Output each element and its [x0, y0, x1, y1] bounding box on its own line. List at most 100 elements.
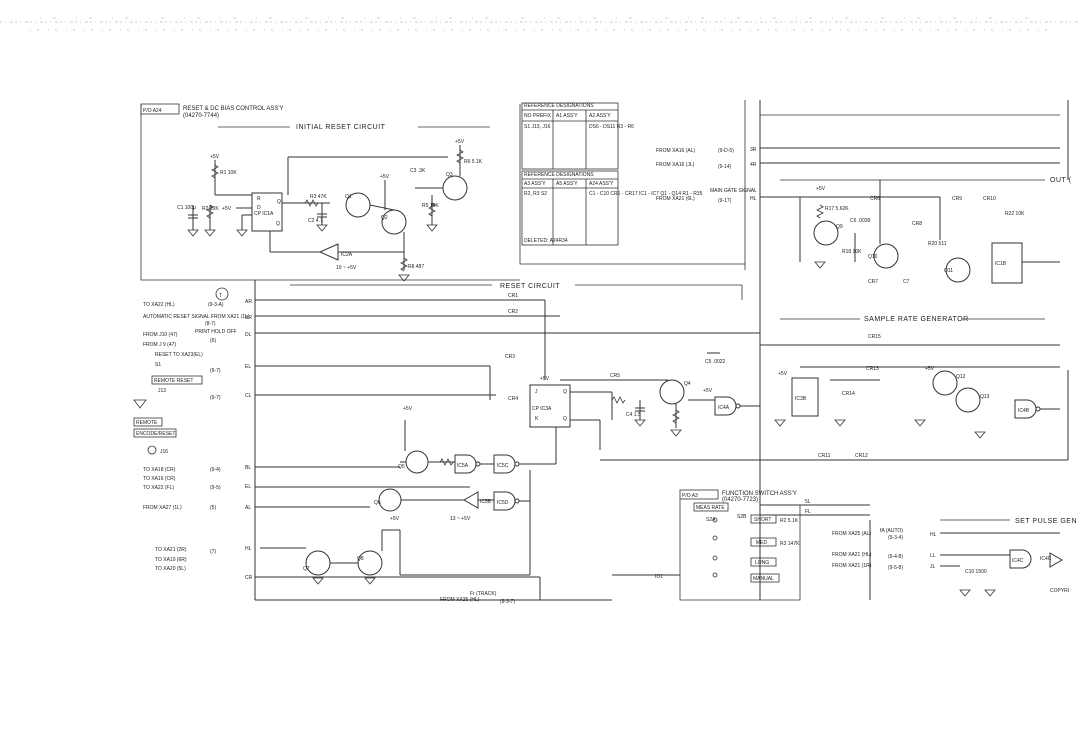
ic4c-output-buffer [1049, 552, 1063, 568]
svg-text:TO XA22 (FL): TO XA22 (FL) [143, 485, 174, 491]
svg-text:S1: S1 [155, 362, 161, 368]
left-pin-labels: AR BR DL EL CL BL EL AL HL CR [245, 299, 253, 581]
svg-text:Q13: Q13 [980, 394, 990, 400]
q3-transistor [442, 175, 468, 201]
q2-transistor [381, 209, 407, 235]
set-pulse-generator: SET PULSE GEN FROM XA25 (AL) fA (AUTO) (… [440, 518, 1077, 605]
svg-text:IC4C: IC4C [1040, 556, 1052, 562]
svg-text:C4 1.5: C4 1.5 [626, 412, 641, 418]
svg-text:(9-17): (9-17) [718, 198, 732, 204]
svg-text:(04270-7723): (04270-7723) [722, 497, 758, 503]
svg-text:CR7: CR7 [868, 279, 878, 285]
svg-text:MEAS RATE: MEAS RATE [696, 505, 725, 511]
q9-transistor [813, 220, 839, 246]
svg-text:Q5: Q5 [398, 464, 405, 470]
svg-text:R3 47K: R3 47K [310, 194, 327, 200]
svg-text:Q12: Q12 [956, 374, 966, 380]
svg-text:IC5C: IC5C [497, 463, 509, 469]
reset-circuit-section: RESET CIRCUIT CR1 CR2 CR3 CR4 CP IC3A JK… [255, 283, 760, 601]
svg-text:CR11: CR11 [818, 453, 831, 459]
svg-text:C2 4.7: C2 4.7 [308, 218, 323, 224]
svg-text:+5V: +5V [540, 376, 550, 382]
ground-icon [959, 589, 971, 597]
svg-text:HL: HL [930, 532, 937, 538]
ground-icon [814, 261, 826, 269]
svg-text:Q4: Q4 [684, 381, 691, 387]
svg-text:TO XA20 (5L): TO XA20 (5L) [155, 566, 186, 572]
svg-text:Q7: Q7 [303, 566, 310, 572]
svg-text:EL: EL [245, 364, 251, 370]
svg-text:J13: J13 [158, 388, 166, 394]
svg-text:MAIN GATE SIGNAL: MAIN GATE SIGNAL [710, 188, 757, 194]
ic1a-label: CP IC1A [254, 211, 274, 217]
ground-icon [204, 229, 216, 237]
ground-icon [914, 419, 926, 427]
left-signal-column: TO XA22 (HL) (9-3-A) AUTOMATIC RESET SIG… [133, 280, 256, 600]
svg-text:(6): (6) [210, 338, 216, 344]
svg-text:C1 - C10 CR1 - CR17 IC1 - IC7: C1 - C10 CR1 - CR17 IC1 - IC7 Q1 - Q14 R… [589, 191, 703, 197]
svg-text:CR14: CR14 [842, 391, 855, 397]
svg-text:T: T [219, 293, 222, 299]
svg-text:ENCODE/RESET: ENCODE/RESET [136, 431, 175, 437]
svg-text:FROM XA25 (HL): FROM XA25 (HL) [440, 597, 480, 603]
initial-reset-section: INITIAL RESET CIRCUIT CP IC1A RD QQ +5V … [177, 124, 490, 282]
main-assembly-box: P/O A24 RESET & DC BIAS CONTROL ASS'Y (0… [140, 100, 746, 281]
r3-resistor [304, 199, 319, 207]
ground-icon [634, 419, 646, 427]
svg-text:C7: C7 [903, 279, 910, 285]
svg-text:CP IC3A: CP IC3A [532, 406, 552, 412]
svg-text:CR: CR [245, 575, 253, 581]
ground-icon [316, 224, 328, 232]
svg-text:Q11: Q11 [944, 268, 953, 274]
svg-text:Q10: Q10 [868, 254, 878, 260]
svg-text:IC5A: IC5A [457, 463, 469, 469]
svg-text:S2A: S2A [706, 517, 716, 523]
svg-text:IC4A: IC4A [718, 405, 730, 411]
svg-text:R2 10K: R2 10K [202, 206, 219, 212]
svg-text:EL: EL [245, 484, 251, 490]
svg-text:IC4C: IC4C [1012, 558, 1024, 564]
svg-text:5L: 5L [805, 499, 811, 505]
svg-text:FROM XA16 (JL): FROM XA16 (JL) [656, 162, 695, 168]
svg-text:FROM XA27 (1L): FROM XA27 (1L) [143, 505, 182, 511]
q4-transistor [659, 379, 685, 405]
long-position [750, 557, 777, 567]
svg-text:+5V: +5V [390, 516, 400, 522]
ground-icon [364, 577, 376, 585]
svg-text:AUTOMATIC RESET SIGNAL FROM XA: AUTOMATIC RESET SIGNAL FROM XA21 (1L) [143, 314, 250, 320]
svg-text:K: K [535, 416, 539, 422]
svg-text:LONG: LONG [755, 560, 769, 566]
assy-pc-ref: P/O A24 [143, 108, 162, 114]
svg-text:C1 100μ: C1 100μ [177, 205, 196, 211]
q11-transistor [945, 257, 971, 283]
svg-text:+5V: +5V [222, 206, 232, 212]
svg-text:(9-D-5): (9-D-5) [718, 148, 734, 154]
svg-text:R2, R3 S2: R2, R3 S2 [524, 191, 547, 197]
svg-text:(9-14): (9-14) [718, 164, 732, 170]
svg-text:C5 .0022: C5 .0022 [705, 359, 726, 365]
svg-text:CR15: CR15 [868, 334, 881, 340]
svg-text:(7): (7) [210, 549, 216, 555]
svg-text:FROM J10 (47): FROM J10 (47) [143, 332, 178, 338]
svg-text:HL: HL [245, 546, 252, 552]
right-top-signals: FROM XA16 (AL) (9-D-5) FROM XA16 (JL) (9… [656, 100, 1071, 600]
svg-text:CR9: CR9 [952, 196, 962, 202]
svg-text:CR5: CR5 [610, 373, 620, 379]
svg-text:FUNCTION SWITCH ASS'Y: FUNCTION SWITCH ASS'Y [722, 491, 797, 497]
svg-text:(9-3-4): (9-3-4) [888, 535, 903, 541]
svg-text:TO XA18 (CR): TO XA18 (CR) [143, 467, 176, 473]
reset-circuit-title: RESET CIRCUIT [500, 283, 560, 290]
svg-text:IC3B: IC3B [795, 396, 807, 402]
svg-text:+5V: +5V [210, 154, 220, 160]
svg-text:AR: AR [245, 299, 252, 305]
manual-position [750, 573, 780, 583]
svg-text:+5V: +5V [403, 406, 413, 412]
svg-text:+5V: +5V [778, 371, 788, 377]
ground-icon [774, 419, 786, 427]
svg-text:TO XA19 (6R): TO XA19 (6R) [155, 557, 187, 563]
svg-text:R6 5.1K: R6 5.1K [464, 159, 483, 165]
svg-text:DELETED: A24R34: DELETED: A24R34 [524, 238, 568, 244]
ic5b-buffer [462, 491, 479, 509]
q13-transistor [955, 387, 981, 413]
svg-text:R17 5.62K: R17 5.62K [825, 206, 849, 212]
